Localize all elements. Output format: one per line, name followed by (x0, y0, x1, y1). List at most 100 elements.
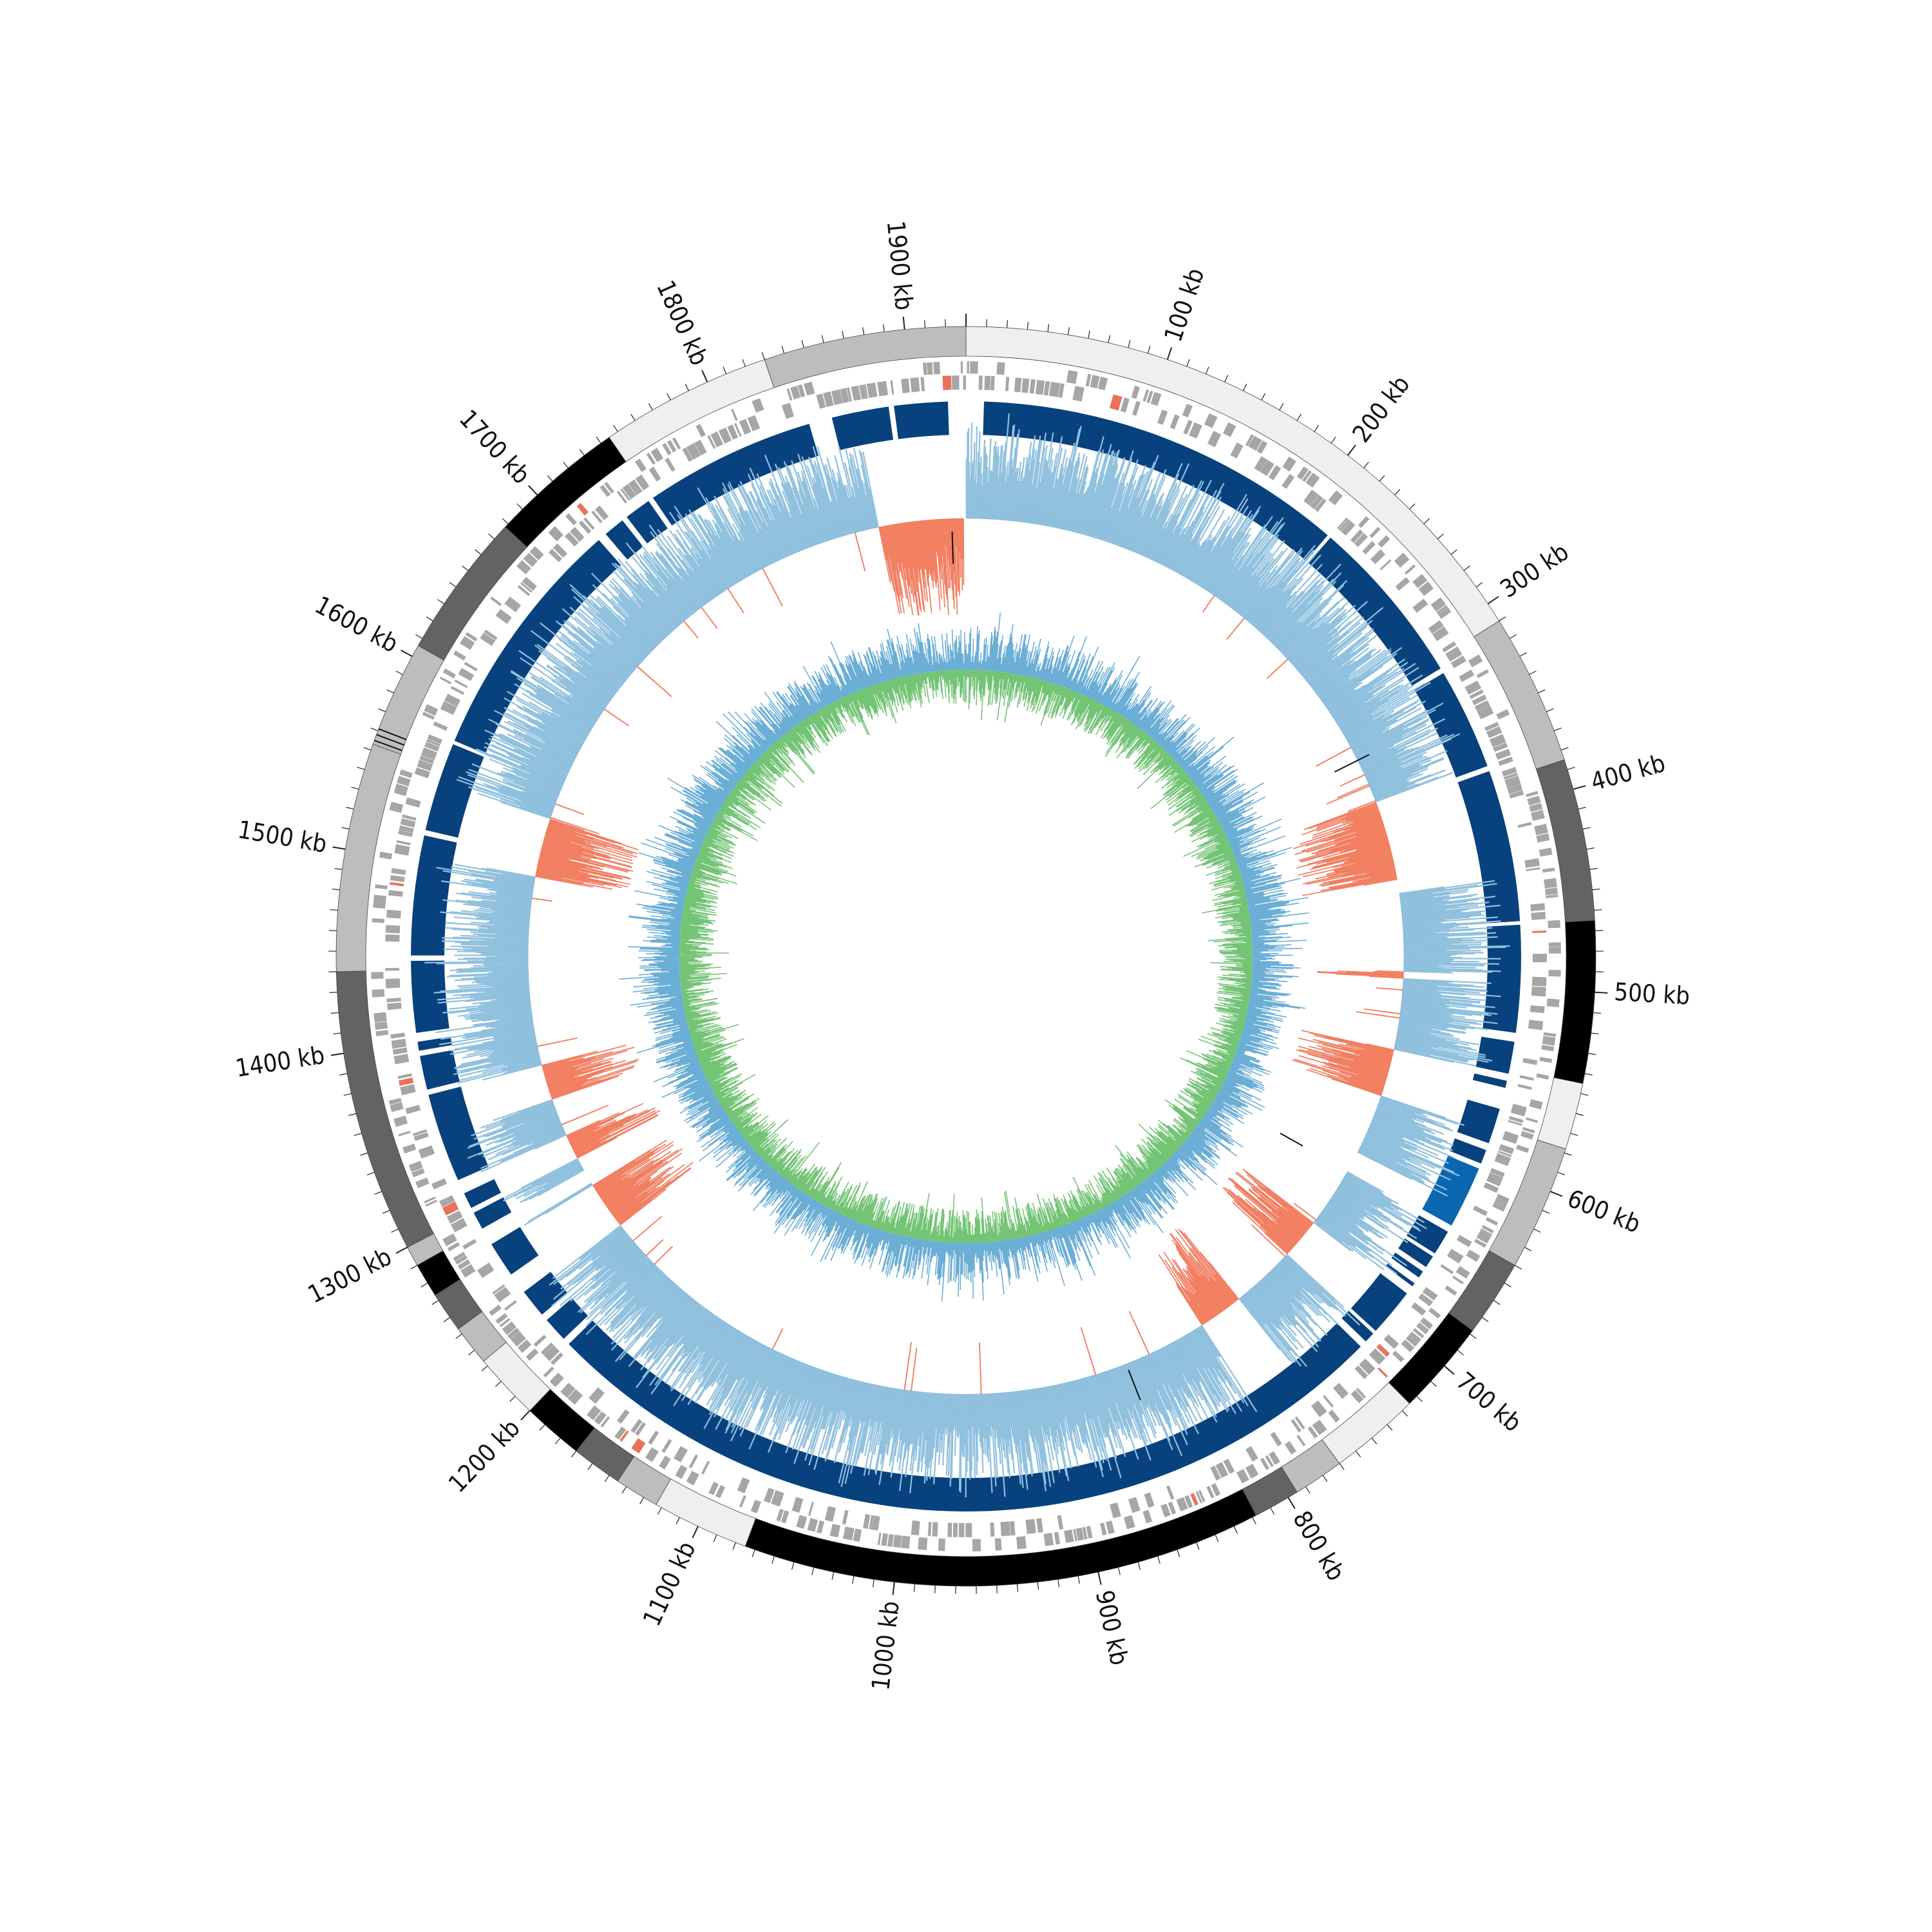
gene-feature (1223, 1459, 1235, 1474)
gene-feature (781, 1510, 790, 1524)
gene-feature (1477, 705, 1494, 719)
gene-feature (1428, 620, 1444, 634)
gene-feature (1420, 1317, 1434, 1330)
gene-feature (415, 1177, 430, 1189)
gene-feature (1328, 490, 1343, 506)
gene-feature (372, 989, 385, 998)
minor-tick (509, 1396, 516, 1402)
gene-feature (1029, 379, 1036, 394)
gene-feature (1307, 1426, 1318, 1439)
gene-feature (1430, 597, 1446, 612)
gene-feature (831, 389, 843, 405)
minor-tick (604, 1475, 610, 1482)
gene-feature (1531, 976, 1547, 987)
minor-tick (410, 1265, 418, 1270)
gene-feature (1131, 385, 1140, 399)
gene-feature (522, 576, 537, 591)
minor-tick (821, 335, 824, 343)
gene-feature (1189, 422, 1202, 439)
minor-tick (378, 708, 386, 712)
minor-tick (1570, 1133, 1578, 1136)
minor-tick (437, 599, 444, 605)
gene-feature (911, 1520, 920, 1536)
gene-feature (1260, 1457, 1270, 1470)
gene-feature (421, 747, 437, 761)
minor-tick (781, 346, 785, 354)
gene-feature (645, 1447, 659, 1463)
alignment-block (1482, 924, 1521, 1033)
gene-feature (1452, 1275, 1464, 1285)
gene-feature (1532, 930, 1547, 933)
gene-feature (803, 381, 815, 396)
gene-feature (1245, 1463, 1259, 1479)
gene-feature (1474, 1238, 1487, 1248)
gene-feature (385, 934, 400, 942)
gene-feature (540, 1342, 554, 1356)
gene-feature (1525, 1117, 1539, 1123)
alignment-block (569, 1320, 1361, 1511)
gene-feature (417, 759, 433, 772)
alignment-block (464, 1179, 501, 1208)
major-tick (395, 1246, 408, 1254)
gene-feature (1543, 1032, 1557, 1037)
gene-feature (1379, 559, 1392, 571)
gene-feature (422, 712, 435, 720)
alignment-block (1406, 1215, 1448, 1254)
gene-feature (824, 1506, 837, 1522)
minor-tick (1270, 1507, 1275, 1515)
gene-feature (494, 1287, 511, 1303)
position-label: 600 kb (1564, 1184, 1645, 1239)
gene-feature (617, 1409, 630, 1424)
minor-tick (329, 992, 337, 993)
gene-feature (1082, 1526, 1088, 1540)
minor-tick (1371, 1437, 1378, 1444)
minor-tick (1252, 1517, 1256, 1525)
minor-tick (1147, 346, 1151, 354)
gene-feature (1548, 969, 1561, 977)
gene-feature (696, 424, 706, 437)
minor-tick (1591, 1032, 1599, 1035)
gene-feature (1142, 389, 1150, 402)
gene-feature (1517, 1084, 1532, 1090)
major-tick (892, 1582, 895, 1595)
gene-feature (389, 882, 404, 887)
position-label: 1600 kb (310, 591, 402, 658)
gene-feature (1548, 920, 1560, 929)
gene-feature (851, 385, 862, 401)
gene-feature (1245, 434, 1254, 446)
gene-feature (460, 1264, 476, 1278)
alignment-block (428, 1086, 489, 1180)
gene-feature (1378, 535, 1390, 548)
major-tick (1097, 1571, 1102, 1585)
gene-feature (682, 447, 693, 462)
minor-tick (1457, 1350, 1464, 1356)
gene-feature (444, 694, 461, 707)
gene-feature (816, 393, 826, 409)
gene-feature (1248, 435, 1262, 451)
position-label: 900 kb (1090, 1587, 1134, 1667)
gene-feature (1035, 379, 1045, 395)
gene-feature (1498, 756, 1513, 766)
minor-tick (1117, 1567, 1121, 1575)
gene-feature (1412, 1328, 1425, 1339)
minor-tick (1196, 1542, 1200, 1550)
position-label: 500 kb (1613, 978, 1690, 1010)
minor-tick (1007, 320, 1009, 328)
gene-feature (1236, 1468, 1249, 1484)
gene-feature (730, 408, 738, 421)
gene-feature (1532, 953, 1547, 963)
gene-feature (1282, 473, 1294, 489)
gene-feature (1176, 1497, 1188, 1511)
gene-feature (569, 527, 585, 542)
gene-feature (667, 440, 677, 453)
gene-feature (1542, 1036, 1556, 1046)
gene-feature (1368, 1348, 1386, 1365)
gene-feature (1183, 419, 1193, 435)
gene-feature (1502, 1131, 1519, 1144)
minor-tick (1586, 848, 1595, 850)
position-label: 300 kb (1495, 538, 1574, 603)
minor-tick (596, 437, 601, 444)
gene-feature (994, 1538, 1002, 1551)
minor-tick (613, 424, 618, 432)
gene-feature (507, 1327, 520, 1340)
